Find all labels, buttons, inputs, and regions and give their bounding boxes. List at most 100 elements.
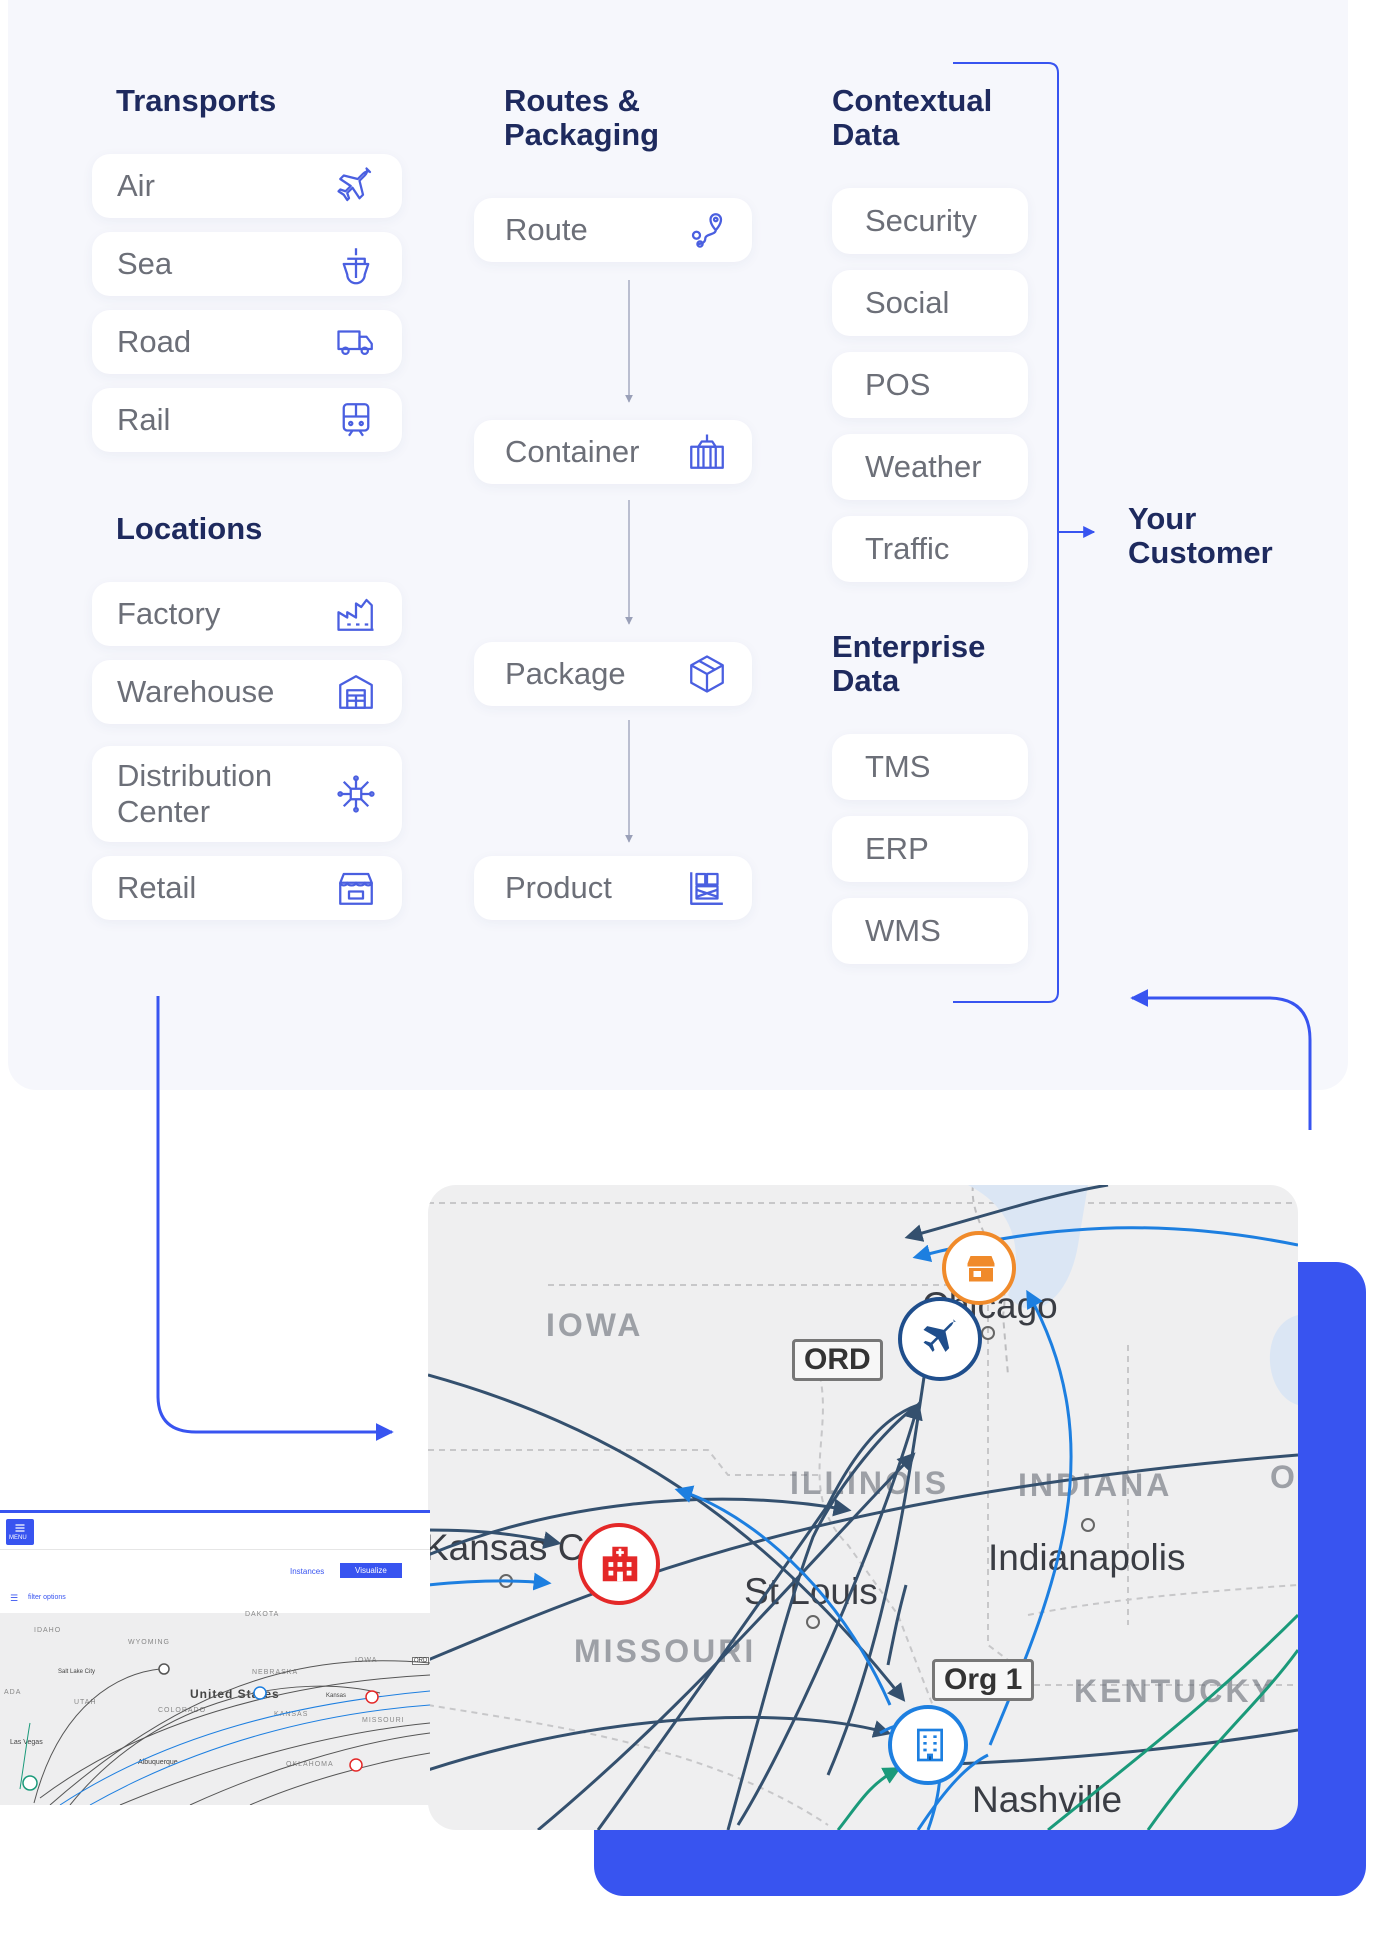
transport-rail-label: Rail bbox=[117, 402, 171, 437]
filter-icon[interactable]: ☰ bbox=[10, 1593, 19, 1603]
map-region-illinois: ILLINOIS bbox=[790, 1465, 950, 1501]
mini-region-kansas: KANSAS bbox=[274, 1711, 309, 1718]
route-pin-icon bbox=[686, 209, 728, 251]
location-distribution-center[interactable]: Distribution Center bbox=[92, 746, 402, 842]
context-security[interactable]: Security bbox=[832, 188, 1028, 254]
store-icon bbox=[335, 867, 377, 909]
enterprise-tms[interactable]: TMS bbox=[832, 734, 1028, 800]
map-city-nashville: Nashville bbox=[972, 1779, 1123, 1820]
route-label: Route bbox=[505, 212, 588, 247]
mini-map: IDAHO WYOMING DAKOTA NEBRASKA IOWA UTAH … bbox=[0, 1611, 430, 1805]
transport-road[interactable]: Road bbox=[92, 310, 402, 374]
enterprise-tms-label: TMS bbox=[865, 749, 931, 784]
location-warehouse-label: Warehouse bbox=[117, 674, 275, 709]
factory-icon bbox=[335, 593, 377, 635]
enterprise-wms[interactable]: WMS bbox=[832, 898, 1028, 964]
mini-region-iowa: IOWA bbox=[355, 1657, 378, 1664]
mini-region-dakota: DAKOTA bbox=[245, 1611, 280, 1618]
mini-city-las-vegas: Las Vegas bbox=[10, 1739, 43, 1746]
locations-heading: Locations bbox=[116, 511, 263, 546]
map-routes bbox=[428, 1185, 1298, 1830]
location-retail[interactable]: Retail bbox=[92, 856, 402, 920]
context-traffic[interactable]: Traffic bbox=[832, 516, 1028, 582]
product-label: Product bbox=[505, 870, 612, 905]
organization-marker[interactable] bbox=[888, 1705, 968, 1785]
mini-region-utah: UTAH bbox=[74, 1699, 97, 1706]
airport-marker[interactable] bbox=[898, 1297, 982, 1381]
transport-air-label: Air bbox=[117, 168, 155, 203]
enterprise-heading: Enterprise Data bbox=[832, 629, 986, 698]
hamburger-icon bbox=[15, 1524, 25, 1532]
map-region-edge: O bbox=[1270, 1459, 1298, 1495]
org1-tag: Org 1 bbox=[932, 1659, 1035, 1701]
your-customer-label: Your Customer bbox=[1128, 501, 1273, 570]
mini-city-albuquerque: Albuquerque bbox=[138, 1759, 178, 1766]
menu-button[interactable]: MENU bbox=[6, 1519, 34, 1545]
plane-icon bbox=[335, 165, 377, 207]
mini-region-idaho: IDAHO bbox=[34, 1627, 62, 1634]
enterprise-erp[interactable]: ERP bbox=[832, 816, 1028, 882]
product-card[interactable]: Product bbox=[474, 856, 752, 920]
transport-sea[interactable]: Sea bbox=[92, 232, 402, 296]
context-security-label: Security bbox=[865, 203, 977, 238]
transports-heading: Transports bbox=[116, 83, 277, 118]
context-social[interactable]: Social bbox=[832, 270, 1028, 336]
mini-region-colorado: COLORADO bbox=[158, 1707, 207, 1714]
plane-marker-icon bbox=[923, 1318, 957, 1352]
warehouse-icon bbox=[335, 671, 377, 713]
mini-region-wyoming: WYOMING bbox=[128, 1639, 170, 1646]
container-label: Container bbox=[505, 434, 640, 469]
header-divider bbox=[0, 1549, 430, 1550]
contextual-heading: Contextual Data bbox=[832, 83, 993, 152]
train-icon bbox=[335, 399, 377, 441]
enterprise-wms-label: WMS bbox=[865, 913, 941, 948]
mini-region-nebraska: NEBRASKA bbox=[252, 1669, 299, 1676]
context-traffic-label: Traffic bbox=[865, 531, 950, 566]
location-distribution-center-label: Distribution Center bbox=[117, 758, 273, 829]
transport-air[interactable]: Air bbox=[92, 154, 402, 218]
context-weather[interactable]: Weather bbox=[832, 434, 1028, 500]
context-weather-label: Weather bbox=[865, 449, 982, 484]
ord-tag: ORD bbox=[792, 1339, 883, 1381]
tab-visualize[interactable]: Visualize bbox=[340, 1563, 402, 1578]
location-warehouse[interactable]: Warehouse bbox=[92, 660, 402, 724]
mini-ord-tag: ORD bbox=[412, 1657, 430, 1665]
enterprise-erp-label: ERP bbox=[865, 831, 929, 866]
transport-sea-label: Sea bbox=[117, 246, 173, 281]
route-card[interactable]: Route bbox=[474, 198, 752, 262]
map-city-indianapolis: Indianapolis bbox=[988, 1537, 1186, 1578]
filter-options-link[interactable]: filter options bbox=[28, 1594, 66, 1601]
retail-marker[interactable] bbox=[942, 1231, 1016, 1305]
mini-region-missouri: MISSOURI bbox=[362, 1717, 405, 1724]
transport-rail[interactable]: Rail bbox=[92, 388, 402, 452]
mini-city-salt-lake: Salt Lake City bbox=[58, 1669, 96, 1675]
mini-region-oklahoma: OKLAHOMA bbox=[286, 1761, 334, 1768]
app-screenshot: MENU Instances Visualize ☰ filter option… bbox=[0, 1510, 430, 1805]
mini-region-nevada: ADA bbox=[4, 1689, 22, 1696]
routes-heading: Routes & Packaging bbox=[504, 83, 660, 152]
package-card[interactable]: Package bbox=[474, 642, 752, 706]
transport-road-label: Road bbox=[117, 324, 192, 359]
container-card[interactable]: Container bbox=[474, 420, 752, 484]
box-icon bbox=[686, 653, 728, 695]
tab-instances[interactable]: Instances bbox=[290, 1567, 325, 1576]
location-factory[interactable]: Factory bbox=[92, 582, 402, 646]
store-marker-icon bbox=[967, 1256, 995, 1282]
map-region-missouri: MISSOURI bbox=[574, 1633, 757, 1669]
context-social-label: Social bbox=[865, 285, 950, 320]
menu-label: MENU bbox=[9, 1535, 27, 1541]
hospital-marker[interactable] bbox=[578, 1523, 660, 1605]
pallet-icon bbox=[686, 867, 728, 909]
context-pos-label: POS bbox=[865, 367, 931, 402]
context-pos[interactable]: POS bbox=[832, 352, 1028, 418]
location-factory-label: Factory bbox=[117, 596, 221, 631]
map-region-kentucky: KENTUCKY bbox=[1074, 1673, 1276, 1709]
ship-icon bbox=[335, 243, 377, 285]
truck-icon bbox=[335, 321, 377, 363]
mini-map-routes bbox=[19, 1660, 430, 1805]
map-background bbox=[428, 1185, 1298, 1826]
container-icon bbox=[686, 431, 728, 473]
building-marker-icon bbox=[917, 1728, 943, 1762]
location-retail-label: Retail bbox=[117, 870, 197, 905]
